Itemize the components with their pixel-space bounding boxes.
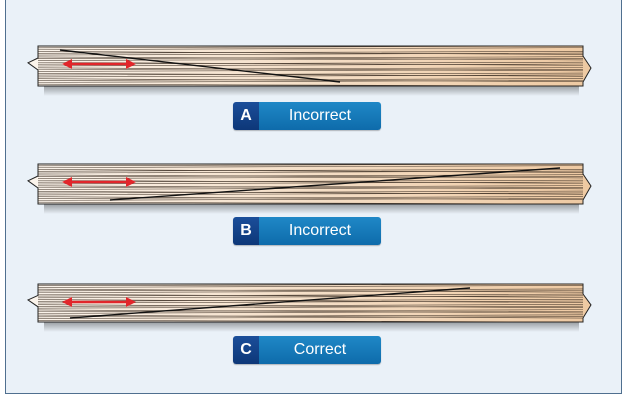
double-arrow-icon [62, 177, 136, 187]
scarf-seam [109, 167, 561, 201]
grain-line [37, 190, 584, 195]
grain-line [37, 78, 584, 83]
label-badge-b: B Incorrect [233, 217, 381, 245]
grain-line [37, 290, 584, 293]
grain-line [37, 187, 584, 190]
grain-line [37, 293, 584, 297]
grain-line [37, 52, 584, 56]
grain-line [37, 72, 584, 77]
grain-line [37, 45, 584, 49]
board-c [26, 283, 592, 332]
grain-line [37, 198, 584, 201]
grain-line [37, 168, 584, 172]
panel-c: C Correct [0, 240, 623, 370]
grain-line [37, 201, 584, 205]
label-verdict: Correct [259, 336, 381, 364]
grain-line [37, 285, 584, 288]
grain-line [37, 74, 584, 78]
label-letter: A [233, 102, 259, 130]
grain-line [37, 309, 584, 312]
grain-line [37, 80, 584, 83]
grain-line [37, 283, 584, 287]
grain-line [37, 69, 584, 72]
grain-line [37, 185, 584, 188]
grain-line [37, 316, 584, 319]
grain-line [37, 294, 584, 298]
grain-line [37, 58, 584, 61]
label-letter: C [233, 336, 259, 364]
grain-line [37, 165, 584, 168]
grain-line [37, 67, 584, 70]
grain-line [37, 176, 584, 179]
board-shadow [44, 322, 579, 332]
grain-line [37, 288, 584, 292]
label-letter: B [233, 217, 259, 245]
board-a [27, 45, 592, 96]
grain-line [37, 304, 584, 307]
grain-line [37, 295, 584, 299]
grain-line [37, 309, 584, 314]
label-badge-c: C Correct [233, 336, 381, 364]
grain-line [37, 192, 584, 196]
scarf-seam [69, 287, 471, 319]
grain-line [37, 196, 584, 201]
panel-a: A Incorrect [0, 0, 623, 130]
grain-line [37, 72, 584, 76]
grain-line [37, 170, 584, 174]
grain-line [37, 288, 584, 293]
grain-line [37, 83, 584, 87]
double-arrow-icon [62, 59, 136, 69]
label-badge-a: A Incorrect [233, 102, 381, 130]
grain-line [37, 47, 584, 50]
label-verdict: Incorrect [259, 217, 381, 245]
grain-line [37, 185, 584, 190]
scarf-seam [59, 49, 341, 83]
grain-line [37, 78, 584, 81]
grain-line [37, 319, 584, 323]
grain-line [37, 174, 584, 178]
panel-b: B Incorrect [0, 120, 623, 250]
grain-line [37, 51, 584, 55]
grain-line [37, 163, 584, 167]
grain-line [37, 50, 584, 54]
double-arrow-icon [62, 297, 136, 307]
grain-line [37, 190, 584, 194]
grain-line [37, 305, 584, 309]
board-shadow [44, 86, 579, 96]
label-verdict: Incorrect [259, 102, 381, 130]
board-shadow [44, 204, 579, 214]
board-b [27, 163, 592, 214]
grain-line [37, 314, 584, 318]
grain-line [37, 314, 584, 319]
wood-grain [37, 45, 584, 87]
grain-line [37, 169, 584, 173]
wood-grain [37, 283, 584, 323]
grain-line [37, 67, 584, 72]
grain-line [37, 174, 584, 179]
